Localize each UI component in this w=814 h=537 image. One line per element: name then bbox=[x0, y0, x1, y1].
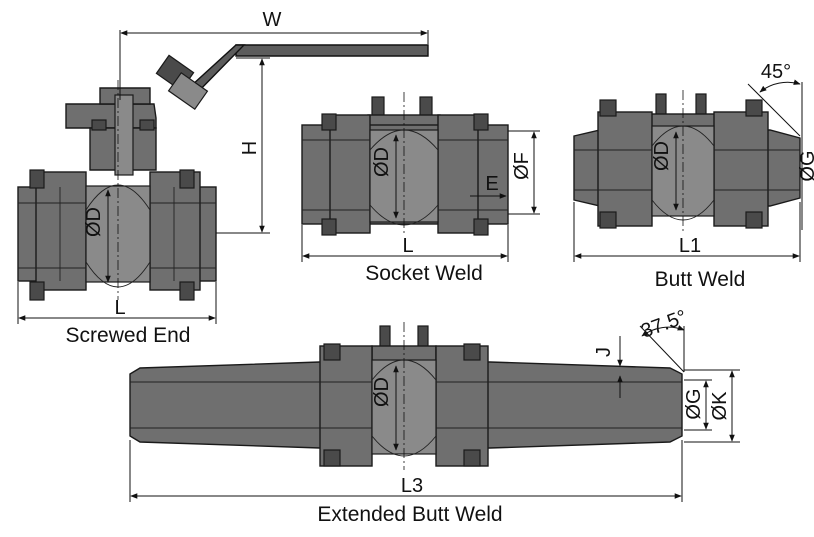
dim-d-screwed-label: ØD bbox=[83, 207, 105, 237]
caption-socket-weld: Socket Weld bbox=[365, 262, 483, 285]
caption-extended-butt-weld: Extended Butt Weld bbox=[317, 503, 502, 526]
dim-e-label: E bbox=[485, 173, 498, 195]
caption-screwed-end: Screwed End bbox=[66, 324, 191, 347]
dim-d-extended-label: ØD bbox=[371, 377, 393, 407]
caption-butt-weld: Butt Weld bbox=[655, 268, 746, 291]
dim-k-label: ØK bbox=[709, 391, 731, 421]
dim-angle-extended-label: 37.5° bbox=[638, 306, 690, 343]
dim-l1-label: L1 bbox=[679, 235, 701, 257]
dim-g-extended-label: ØG bbox=[683, 388, 705, 419]
screwed-end-view bbox=[17, 44, 429, 301]
extended-butt-weld-view bbox=[129, 322, 683, 470]
dim-f-label: ØF bbox=[511, 152, 533, 180]
dim-angle-butt-label: 45° bbox=[761, 61, 791, 83]
dim-l3-label: L3 bbox=[401, 475, 423, 497]
dim-l-socket-label: L bbox=[402, 235, 413, 257]
socket-weld-view bbox=[301, 92, 509, 236]
lever-handle bbox=[155, 44, 429, 111]
dim-g-butt-label: ØG bbox=[797, 150, 814, 181]
butt-weld-view bbox=[573, 90, 801, 232]
dim-d-butt-label: ØD bbox=[651, 141, 673, 171]
dim-l-screwed-label: L bbox=[114, 297, 125, 319]
dim-j-label: J bbox=[593, 347, 615, 357]
dim-h-label: H bbox=[239, 141, 261, 155]
dim-w-label: W bbox=[263, 9, 282, 31]
dim-d-socket-label: ØD bbox=[371, 147, 393, 177]
